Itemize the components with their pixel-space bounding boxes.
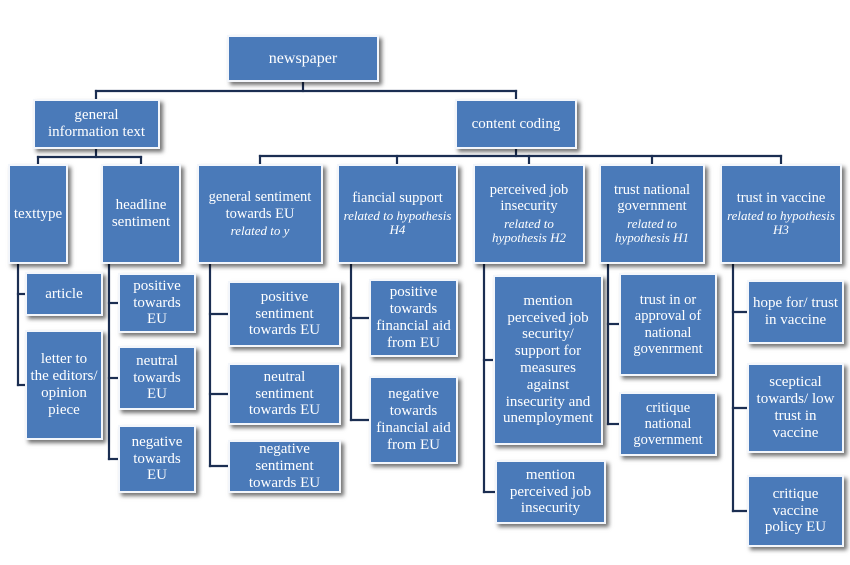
node-label: trust in vaccine: [736, 190, 826, 207]
node-general-information-text: general information text: [33, 99, 160, 149]
node-headline-negative: negative towards EU: [118, 425, 196, 493]
node-label: mention perceived job insecurity: [509, 466, 592, 517]
node-trust-in-vaccine: trust in vaccine related to hypothesis H…: [720, 164, 842, 264]
node-label: neutral towards EU: [133, 352, 181, 403]
node-texttype: texttype: [8, 164, 68, 264]
node-letter-to-editors: letter to the editors/ opinion piece: [25, 330, 103, 440]
node-critique-government: critique national government: [619, 392, 717, 456]
node-note: related to y: [230, 222, 290, 238]
node-newspaper: newspaper: [227, 35, 379, 82]
node-label: article: [45, 285, 83, 302]
node-label: letter to the editors/ opinion piece: [30, 351, 98, 418]
node-trust-approval-government: trust in or approval of national govenrm…: [619, 273, 717, 376]
node-label: newspaper: [268, 49, 338, 67]
node-label: trust in or approval of national govenrm…: [633, 292, 703, 357]
node-label: positive towards financial aid from EU: [376, 284, 451, 351]
node-label: hope for/ trust in vaccine: [753, 295, 838, 328]
node-label: fiancial support: [352, 190, 443, 207]
node-perceived-job-insecurity: perceived job insecurity related to hypo…: [473, 164, 585, 264]
node-label: sceptical towards/ low trust in vaccine: [756, 374, 835, 441]
node-label: general information text: [47, 107, 146, 140]
node-positive-sentiment: positive sentiment towards EU: [228, 281, 341, 347]
node-mention-job-security: mention perceived job security/ support …: [493, 275, 603, 445]
node-label: general sentiment towards EU: [208, 189, 312, 222]
node-sceptical-vaccine: sceptical towards/ low trust in vaccine: [747, 363, 844, 453]
node-label: trust national government: [613, 182, 691, 215]
node-negative-financial-aid: negative towards financial aid from EU: [369, 376, 458, 464]
node-note: related to hypothesis H1: [614, 215, 690, 246]
node-note: related to hypothesis H3: [727, 207, 835, 238]
node-critique-vaccine-policy: critique vaccine policy EU: [747, 475, 844, 547]
node-label: critique national government: [633, 399, 703, 449]
node-headline-neutral: neutral towards EU: [118, 346, 196, 410]
node-headline-sentiment: headline sentiment: [101, 164, 181, 264]
node-label: positive sentiment towards EU: [248, 288, 321, 339]
node-label: perceived job insecurity: [489, 182, 569, 215]
node-label: positive towards EU: [133, 277, 181, 328]
node-mention-job-insecurity: mention perceived job insecurity: [495, 460, 606, 524]
node-label: neutral sentiment towards EU: [248, 368, 321, 419]
node-label: negative towards financial aid from EU: [376, 386, 451, 453]
node-label: mention perceived job security/ support …: [503, 292, 593, 427]
node-label: negative towards EU: [131, 433, 183, 484]
node-label: negative sentiment towards EU: [248, 441, 321, 491]
node-label: headline sentiment: [111, 197, 171, 230]
node-article: article: [25, 272, 103, 316]
node-negative-sentiment: negative sentiment towards EU: [228, 440, 341, 493]
node-trust-national-government: trust national government related to hyp…: [599, 164, 705, 264]
node-note: related to hypothesis H4: [343, 207, 452, 238]
node-general-sentiment: general sentiment towards EU related to …: [197, 164, 323, 264]
node-neutral-sentiment: neutral sentiment towards EU: [228, 363, 341, 425]
node-content-coding: content coding: [455, 99, 577, 149]
node-label: content coding: [471, 115, 561, 132]
node-headline-positive: positive towards EU: [118, 273, 196, 333]
node-label: critique vaccine policy EU: [764, 485, 827, 536]
node-label: texttype: [13, 205, 63, 222]
node-positive-financial-aid: positive towards financial aid from EU: [369, 279, 458, 357]
node-hope-vaccine: hope for/ trust in vaccine: [747, 280, 844, 344]
node-note: related to hypothesis H2: [491, 215, 567, 246]
node-financial-support: fiancial support related to hypothesis H…: [337, 164, 458, 264]
